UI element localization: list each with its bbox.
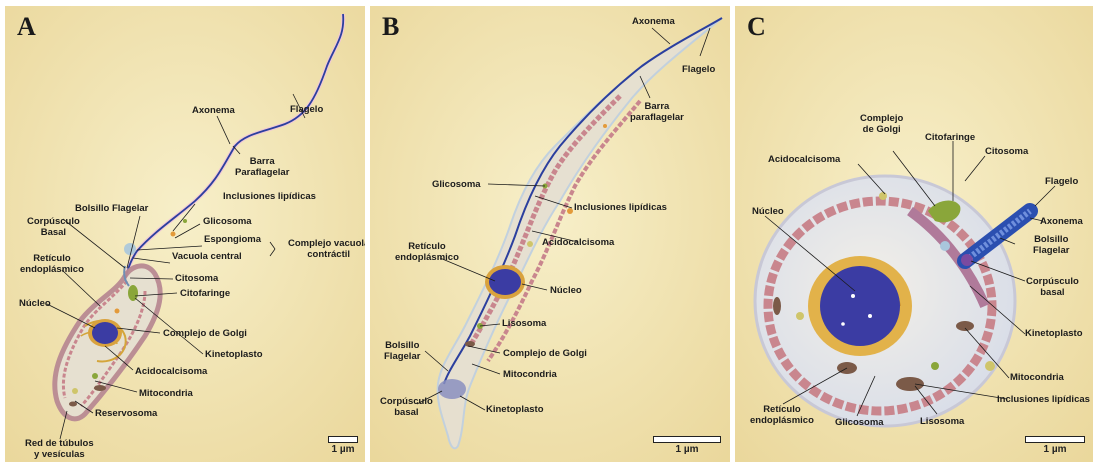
label-citosoma: Citosoma <box>175 273 218 284</box>
label-citofaringe: Citofaringe <box>925 132 975 143</box>
label-inclusiones-lipidicas: Inclusiones lipídicas <box>574 202 667 213</box>
label-nucleo: Núcleo <box>752 206 784 217</box>
label-mitocondria: Mitocondria <box>1010 372 1064 383</box>
label-axonema: Axonema <box>1040 216 1083 227</box>
scale-bar-b-bar <box>653 436 721 443</box>
label-glicosoma: Glicosoma <box>203 216 252 227</box>
label-kinetoplasto: Kinetoplasto <box>1025 328 1083 339</box>
label-acidocalcisoma: Acidocalcisoma <box>768 154 840 165</box>
label-reservosoma: Reservosoma <box>95 408 157 419</box>
scale-bar-a-bar <box>328 436 358 443</box>
label-acidocalcisoma: Acidocalcisoma <box>542 237 614 248</box>
label-flagelo: Flagelo <box>1045 176 1078 187</box>
panel-b-illustration <box>370 6 730 462</box>
scale-bar-b-label: 1 µm <box>653 444 721 455</box>
label-flagelo: Flagelo <box>682 64 715 75</box>
label-citosoma: Citosoma <box>985 146 1028 157</box>
scale-bar-c-label: 1 µm <box>1025 444 1085 455</box>
panel-b-letter: B <box>382 12 399 42</box>
scale-bar-c-bar <box>1025 436 1085 443</box>
label-flagelo: Flagelo <box>290 104 323 115</box>
label-axonema: Axonema <box>632 16 675 27</box>
label-lisosoma: Lisosoma <box>502 318 546 329</box>
label-axonema: Axonema <box>192 105 235 116</box>
panel-a-letter: A <box>17 12 36 42</box>
label-lisosoma: Lisosoma <box>920 416 964 427</box>
label-inclusiones-lipidicas: Inclusiones lipídicas <box>223 191 316 202</box>
label-acidocalcisoma: Acidocalcisoma <box>135 366 207 377</box>
label-mitocondria: Mitocondria <box>139 388 193 399</box>
label-nucleo: Núcleo <box>19 298 51 309</box>
label-complejo-de-golgi: Complejo de Golgi <box>503 348 587 359</box>
scale-bar-a: 1 µm <box>328 436 358 455</box>
scale-bar-c: 1 µm <box>1025 436 1085 455</box>
scale-bar-a-label: 1 µm <box>328 444 358 455</box>
label-kinetoplasto: Kinetoplasto <box>205 349 263 360</box>
label-mitocondria: Mitocondria <box>503 369 557 380</box>
label-nucleo: Núcleo <box>550 285 582 296</box>
label-bolsillo-flagelar: Bolsillo Flagelar <box>75 203 148 214</box>
panel-c-letter: C <box>747 12 766 42</box>
scale-bar-b: 1 µm <box>653 436 721 455</box>
label-espongioma: Espongioma <box>204 234 261 245</box>
label-glicosoma: Glicosoma <box>432 179 481 190</box>
label-kinetoplasto: Kinetoplasto <box>486 404 544 415</box>
label-glicosoma: Glicosoma <box>835 417 884 428</box>
label-vacuola-central: Vacuola central <box>172 251 242 262</box>
label-inclusiones-lipidicas: Inclusiones lipídicas <box>997 394 1090 405</box>
label-citofaringe: Citofaringe <box>180 288 230 299</box>
label-complejo-de-golgi: Complejo de Golgi <box>163 328 247 339</box>
